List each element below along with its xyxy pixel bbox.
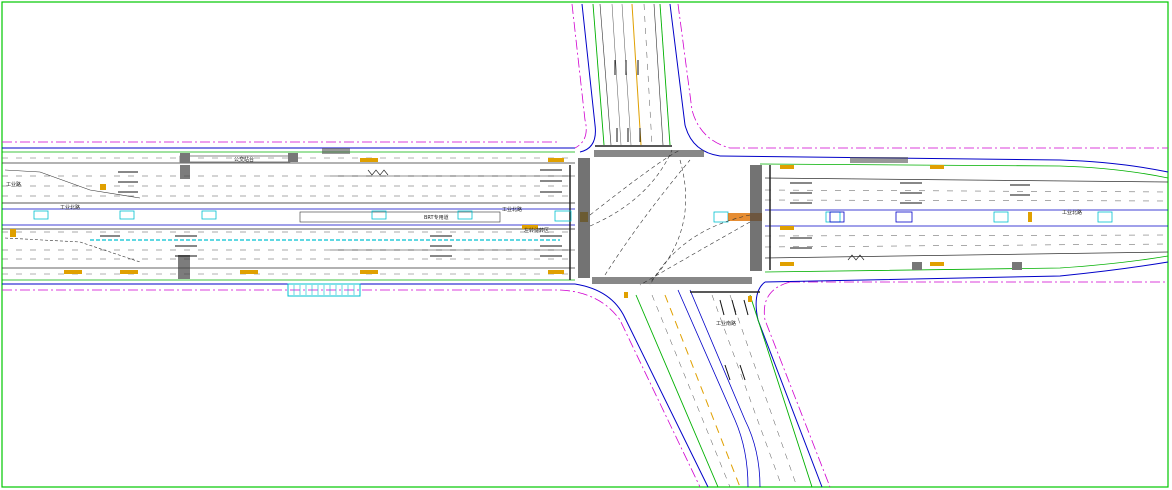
north-arm <box>571 3 731 157</box>
label-west-bus-lane: 工业北路 <box>502 206 522 213</box>
west-arm <box>2 141 588 297</box>
label-west-road-left: 工业路 <box>6 181 21 188</box>
label-south-road: 工业南路 <box>716 320 736 327</box>
label-turn-left: 左转待转区 <box>524 227 549 234</box>
intersection-box <box>578 149 762 286</box>
east-arm <box>713 147 1169 283</box>
label-west-road-upper: 工业北路 <box>60 204 80 211</box>
label-east-road: 工业北路 <box>1062 209 1082 216</box>
south-arm <box>559 277 831 488</box>
label-west-median: BRT专用道 <box>424 214 449 221</box>
label-west-station: 公交站台 <box>234 156 254 163</box>
